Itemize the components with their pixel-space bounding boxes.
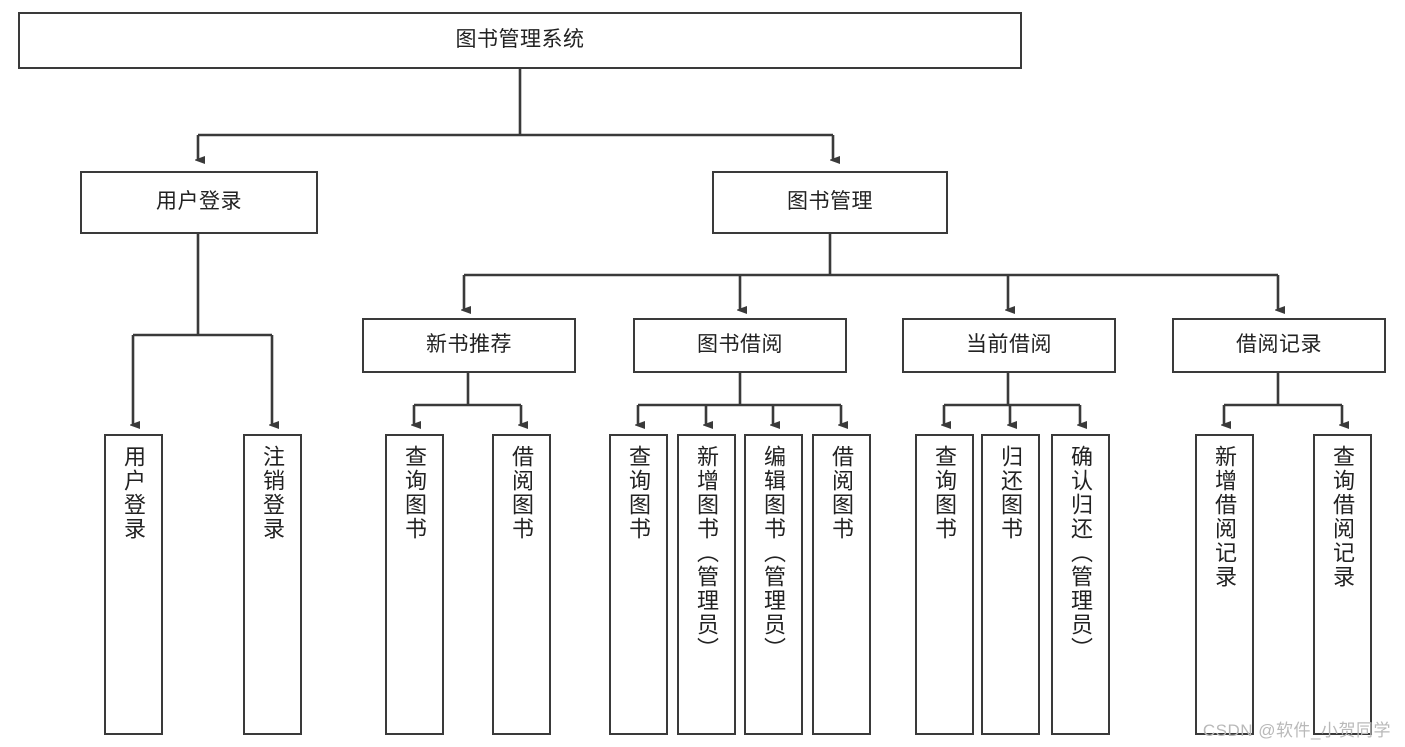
node-leaf-edit-book[interactable]: 编辑图书（管理员） <box>744 434 803 735</box>
node-leaf-edit-book-label: 编辑图书（管理员） <box>761 445 787 661</box>
node-book-borrow-label: 图书借阅 <box>697 333 783 357</box>
node-leaf-confirm-return[interactable]: 确认归还（管理员） <box>1051 434 1110 735</box>
node-leaf-logout-login-label: 注销登录 <box>260 445 286 541</box>
node-new-book-recommend-label: 新书推荐 <box>426 333 512 357</box>
node-leaf-add-record-label: 新增借阅记录 <box>1212 445 1238 589</box>
node-leaf-user-login-label: 用户登录 <box>121 445 147 541</box>
node-leaf-query-record-label: 查询借阅记录 <box>1330 445 1356 589</box>
node-borrow-record-label: 借阅记录 <box>1236 333 1322 357</box>
node-leaf-borrow-book-2[interactable]: 借阅图书 <box>812 434 871 735</box>
node-user-login[interactable]: 用户登录 <box>80 171 318 234</box>
node-current-borrow-label: 当前借阅 <box>966 333 1052 357</box>
node-leaf-query-book-1-label: 查询图书 <box>402 445 428 541</box>
node-user-login-label: 用户登录 <box>156 190 242 214</box>
node-leaf-borrow-book-2-label: 借阅图书 <box>829 445 855 541</box>
node-new-book-recommend[interactable]: 新书推荐 <box>362 318 576 373</box>
node-leaf-borrow-book-1-label: 借阅图书 <box>509 445 535 541</box>
node-leaf-logout-login[interactable]: 注销登录 <box>243 434 302 735</box>
node-leaf-query-book-2[interactable]: 查询图书 <box>609 434 668 735</box>
node-leaf-query-book-3[interactable]: 查询图书 <box>915 434 974 735</box>
node-leaf-add-book-label: 新增图书（管理员） <box>694 445 720 661</box>
node-leaf-add-book[interactable]: 新增图书（管理员） <box>677 434 736 735</box>
node-leaf-add-record[interactable]: 新增借阅记录 <box>1195 434 1254 735</box>
watermark-text: CSDN @软件_小贺同学 <box>1202 721 1391 740</box>
node-borrow-record[interactable]: 借阅记录 <box>1172 318 1386 373</box>
node-leaf-query-record[interactable]: 查询借阅记录 <box>1313 434 1372 735</box>
node-root[interactable]: 图书管理系统 <box>18 12 1022 69</box>
node-book-manage[interactable]: 图书管理 <box>712 171 948 234</box>
node-book-manage-label: 图书管理 <box>787 190 873 214</box>
node-leaf-query-book-3-label: 查询图书 <box>932 445 958 541</box>
node-leaf-borrow-book-1[interactable]: 借阅图书 <box>492 434 551 735</box>
node-leaf-return-book-label: 归还图书 <box>998 445 1024 541</box>
node-leaf-confirm-return-label: 确认归还（管理员） <box>1068 445 1094 661</box>
node-leaf-return-book[interactable]: 归还图书 <box>981 434 1040 735</box>
node-leaf-query-book-2-label: 查询图书 <box>626 445 652 541</box>
node-current-borrow[interactable]: 当前借阅 <box>902 318 1116 373</box>
node-leaf-user-login[interactable]: 用户登录 <box>104 434 163 735</box>
node-root-label: 图书管理系统 <box>455 28 585 52</box>
node-leaf-query-book-1[interactable]: 查询图书 <box>385 434 444 735</box>
node-book-borrow[interactable]: 图书借阅 <box>633 318 847 373</box>
